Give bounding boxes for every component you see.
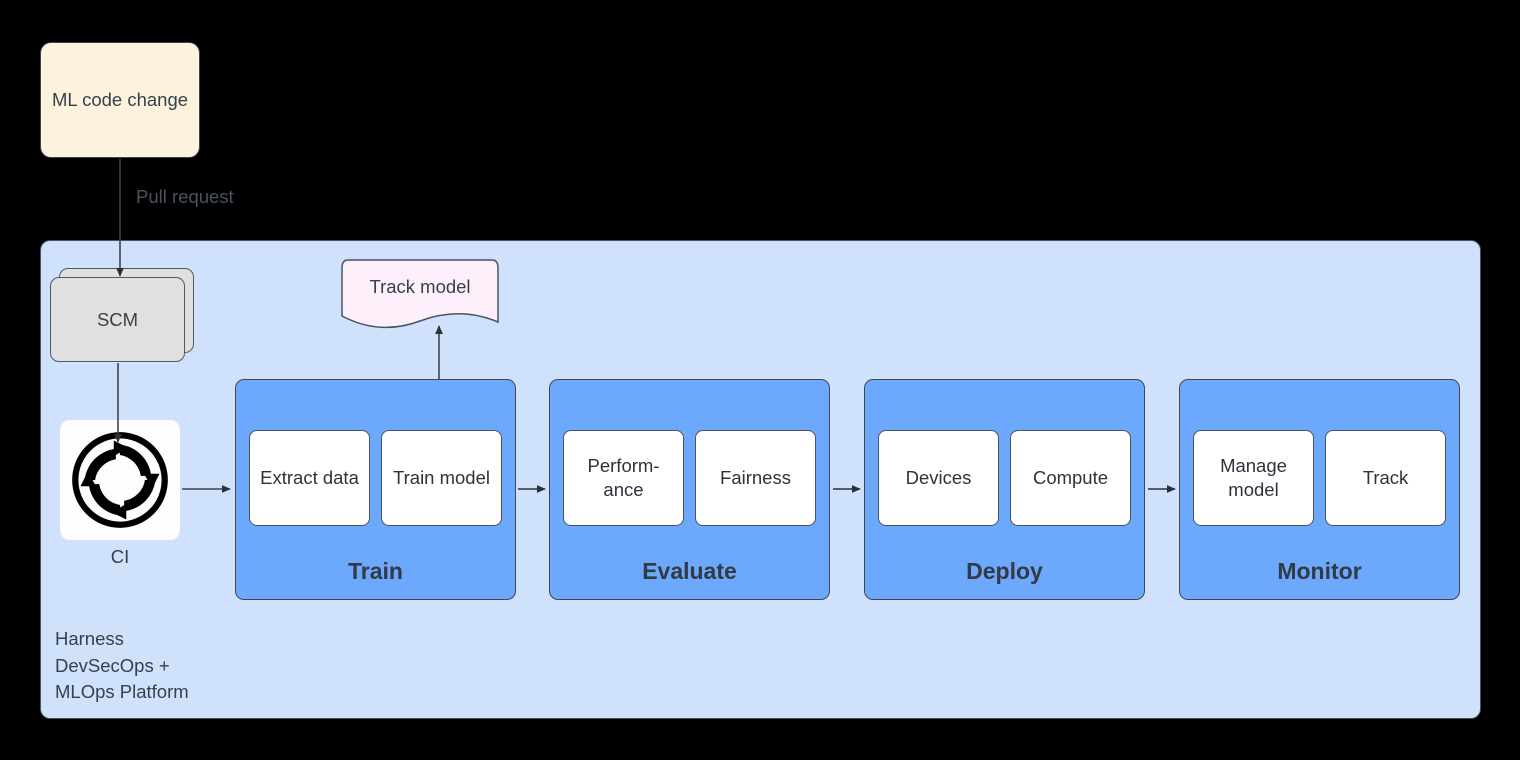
scm-stack-front: SCM [50, 277, 185, 362]
stage-item-performance[interactable]: Perform- ance [563, 430, 684, 526]
stage-monitor-label: Monitor [1277, 558, 1362, 584]
node-ci[interactable] [60, 420, 180, 540]
document-shape [341, 259, 499, 329]
stage-evaluate-label: Evaluate [642, 558, 737, 584]
scm-label: SCM [96, 308, 139, 330]
stage-item-track[interactable]: Track [1325, 430, 1446, 526]
stage-monitor-items: Manage model Track [1193, 430, 1446, 526]
stage-deploy-items: Devices Compute [878, 430, 1131, 526]
stage-deploy-label: Deploy [966, 558, 1043, 584]
stage-evaluate-items: Perform- ance Fairness [563, 430, 816, 526]
ml-code-change-label: ML code change [51, 88, 189, 110]
node-scm[interactable]: SCM [50, 268, 198, 362]
stage-item-fairness[interactable]: Fairness [695, 430, 816, 526]
edge-label-pull-request: Pull request [136, 186, 234, 207]
stage-evaluate[interactable]: Perform- ance Fairness Evaluate [549, 379, 830, 600]
node-ml-code-change[interactable]: ML code change [40, 42, 200, 158]
stage-train-items: Extract data Train model [249, 430, 502, 526]
stage-item-compute[interactable]: Compute [1010, 430, 1131, 526]
stage-item-extract-data[interactable]: Extract data [249, 430, 370, 526]
stage-train-label: Train [348, 558, 403, 584]
platform-caption: Harness DevSecOps + MLOps Platform [55, 628, 189, 703]
node-track-model[interactable]: Track model [340, 258, 500, 334]
stage-train[interactable]: Extract data Train model Train [235, 379, 516, 600]
stage-monitor[interactable]: Manage model Track Monitor [1179, 379, 1460, 600]
stage-item-train-model[interactable]: Train model [381, 430, 502, 526]
ci-label: CI [110, 546, 130, 567]
track-model-label: Track model [369, 276, 471, 297]
stage-item-devices[interactable]: Devices [878, 430, 999, 526]
stage-item-manage-model[interactable]: Manage model [1193, 430, 1314, 526]
stage-deploy[interactable]: Devices Compute Deploy [864, 379, 1145, 600]
ci-cycle-icon [72, 432, 168, 528]
